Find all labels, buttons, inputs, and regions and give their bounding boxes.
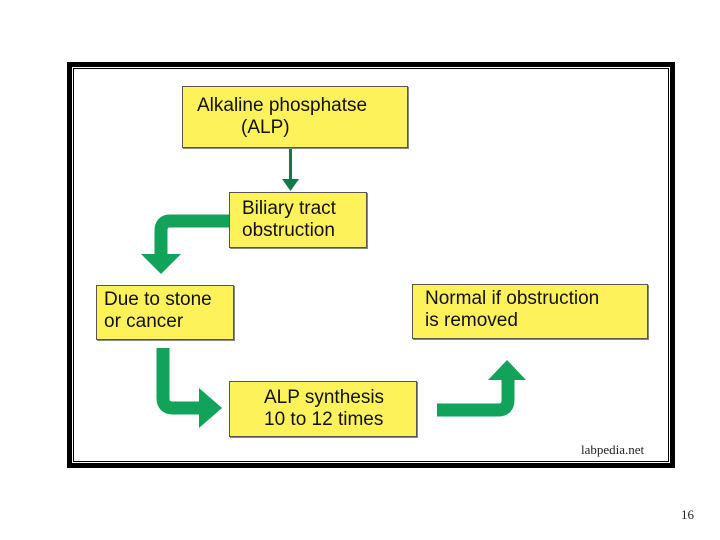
normal-line-1: Normal if obstruction — [425, 288, 600, 309]
alp-line-1: Alkaline phosphatse — [197, 95, 368, 116]
alp-box: Alkaline phosphatse (ALP) — [182, 86, 408, 148]
watermark: labpedia.net — [581, 442, 645, 457]
cause-line-2: or cancer — [104, 311, 184, 332]
biliary-obstruction-box: Biliary tract obstruction — [229, 192, 367, 248]
normal-box: Normal if obstruction is removed — [412, 284, 648, 339]
page-number: 16 — [681, 507, 694, 522]
biliary-line-2: obstruction — [242, 220, 335, 241]
synthesis-line-2: 10 to 12 times — [264, 409, 384, 430]
alp-synthesis-box: ALP synthesis 10 to 12 times — [229, 381, 417, 437]
cause-line-1: Due to stone — [104, 289, 212, 310]
cause-box: Due to stone or cancer — [96, 285, 234, 340]
normal-line-2: is removed — [425, 310, 518, 331]
synthesis-line-1: ALP synthesis — [264, 387, 385, 408]
alp-line-2: (ALP) — [241, 117, 290, 138]
biliary-line-1: Biliary tract — [242, 198, 336, 219]
